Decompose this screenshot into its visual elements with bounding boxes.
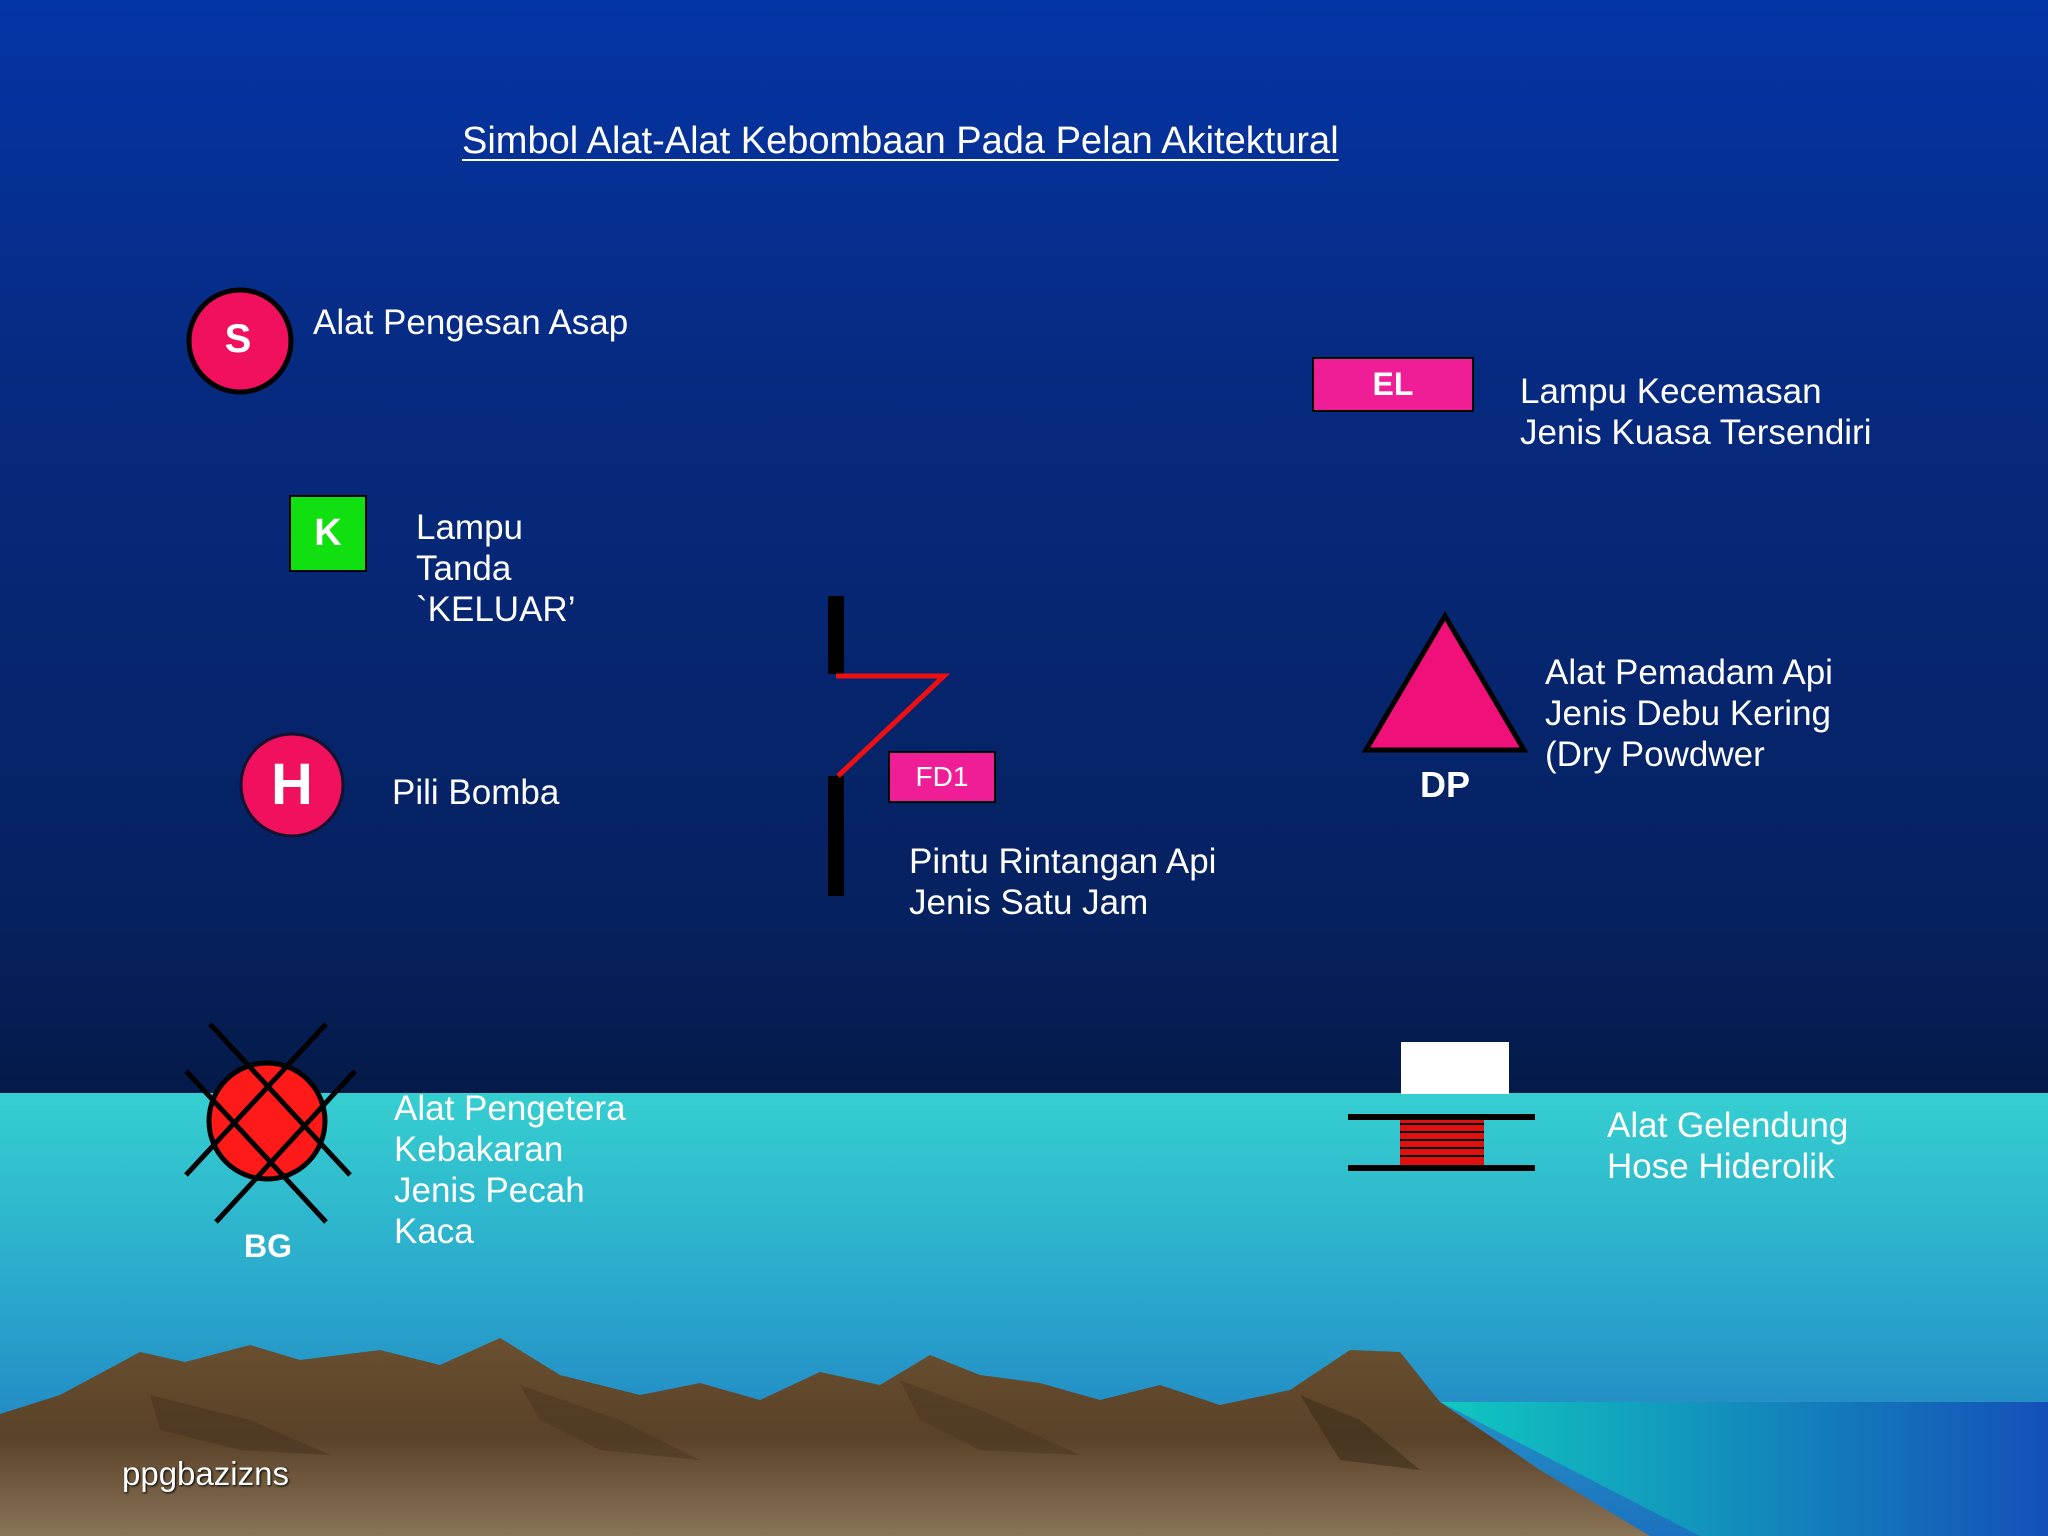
dry-powder-code: DP [1419, 764, 1470, 805]
dry-powder-label: Alat Pemadam Api Jenis Debu Kering (Dry … [1545, 653, 1833, 774]
emergency-light-label: Lampu Kecemasan Jenis Kuasa Tersendiri [1520, 372, 1872, 452]
break-glass-alarm-icon [184, 1022, 357, 1224]
break-glass-label: Alat Pengetera Kebakaran Jenis Pecah Kac… [394, 1089, 626, 1251]
emergency-light-icon: EL [1312, 357, 1474, 412]
break-glass-code: BG [244, 1228, 292, 1264]
mountain-range [0, 1338, 1650, 1536]
fire-hydrant-label: Pili Bomba [392, 773, 560, 812]
slide-title: Simbol Alat-Alat Kebombaan Pada Pelan Ak… [462, 120, 1339, 162]
emergency-light-code: EL [1372, 366, 1414, 402]
footer-credit: ppgbazizns [122, 1455, 289, 1492]
hose-reel-label: Alat Gelendung Hose Hiderolik [1607, 1106, 1849, 1186]
fire-hydrant-icon: H [239, 732, 345, 838]
smoke-detector-icon: S [186, 287, 294, 395]
exit-sign-code: K [314, 512, 342, 554]
smoke-detector-code: S [225, 317, 252, 361]
hose-reel-icon [1348, 1042, 1535, 1171]
fire-door-code-box: FD1 [888, 751, 996, 803]
exit-sign-icon: K [289, 495, 367, 572]
smoke-detector-label: Alat Pengesan Asap [313, 303, 629, 342]
dry-powder-extinguisher-icon [1361, 611, 1529, 753]
fire-door-icon [828, 596, 950, 896]
fire-hydrant-code: H [271, 752, 313, 817]
exit-sign-label: Lampu Tanda `KELUAR’ [416, 508, 576, 629]
shoreline [1440, 1402, 2048, 1536]
fire-door-label: Pintu Rintangan Api Jenis Satu Jam [909, 842, 1217, 922]
fire-door-code: FD1 [915, 761, 969, 792]
